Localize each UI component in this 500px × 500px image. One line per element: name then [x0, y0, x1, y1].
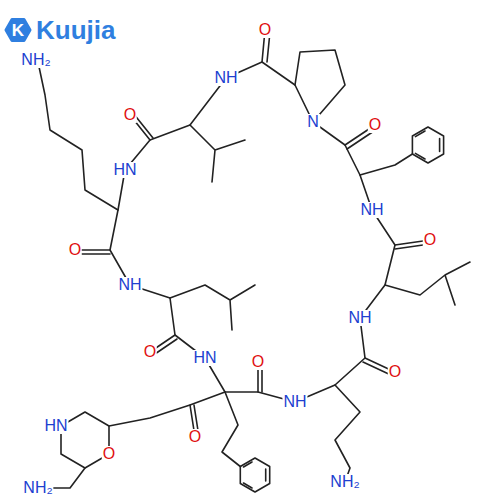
oxygen-label: O	[102, 446, 116, 462]
pyrrolidine-ring	[295, 50, 345, 122]
logo-mark: K	[12, 22, 24, 39]
amide-label: HN	[192, 350, 217, 366]
oxygen-label: O	[143, 344, 157, 360]
macrocycle-bonds	[110, 62, 395, 402]
phenethyl-bonds	[222, 392, 240, 467]
amide-label: NH	[117, 277, 142, 293]
oxygen-label: O	[368, 117, 382, 133]
amide-label: NH	[213, 70, 238, 86]
carbonyl-bonds	[75, 30, 430, 437]
logo-text: Kuujia	[36, 17, 115, 43]
acyl-bonds	[109, 392, 225, 426]
isobutyl-bonds	[170, 285, 255, 330]
oxygen-label: O	[123, 107, 137, 123]
isopropyl-bonds	[190, 125, 245, 182]
phenyl-ring	[240, 458, 269, 492]
oxygen-label: O	[68, 242, 82, 258]
oxygen-label: O	[188, 429, 202, 445]
amine-label: NH₂	[329, 474, 360, 490]
oxygen-label: O	[423, 232, 437, 248]
phenyl-inner-bonds	[244, 462, 266, 488]
nitrogen-label: N	[306, 114, 320, 130]
aminopropyl-bonds	[335, 385, 360, 482]
amide-label: NH	[282, 394, 307, 410]
amide-label: NH	[359, 202, 384, 218]
aminopropyl-bonds	[38, 62, 118, 210]
logo-hexagon	[6, 20, 30, 41]
phenyl-inner-bonds	[415, 131, 439, 159]
oxygen-label: O	[258, 22, 272, 38]
amide-label: NH	[347, 310, 372, 326]
oxygen-label: O	[388, 364, 402, 380]
phenyl-ring	[412, 127, 443, 163]
amine-label: NH₂	[20, 52, 51, 68]
amine-label: NH₂	[22, 480, 53, 496]
amide-label: HN	[112, 162, 137, 178]
isobutyl-bonds	[385, 262, 470, 305]
benzyl-bonds	[360, 154, 412, 175]
amine-label: HN	[43, 418, 68, 434]
oxygen-label: O	[251, 354, 265, 370]
